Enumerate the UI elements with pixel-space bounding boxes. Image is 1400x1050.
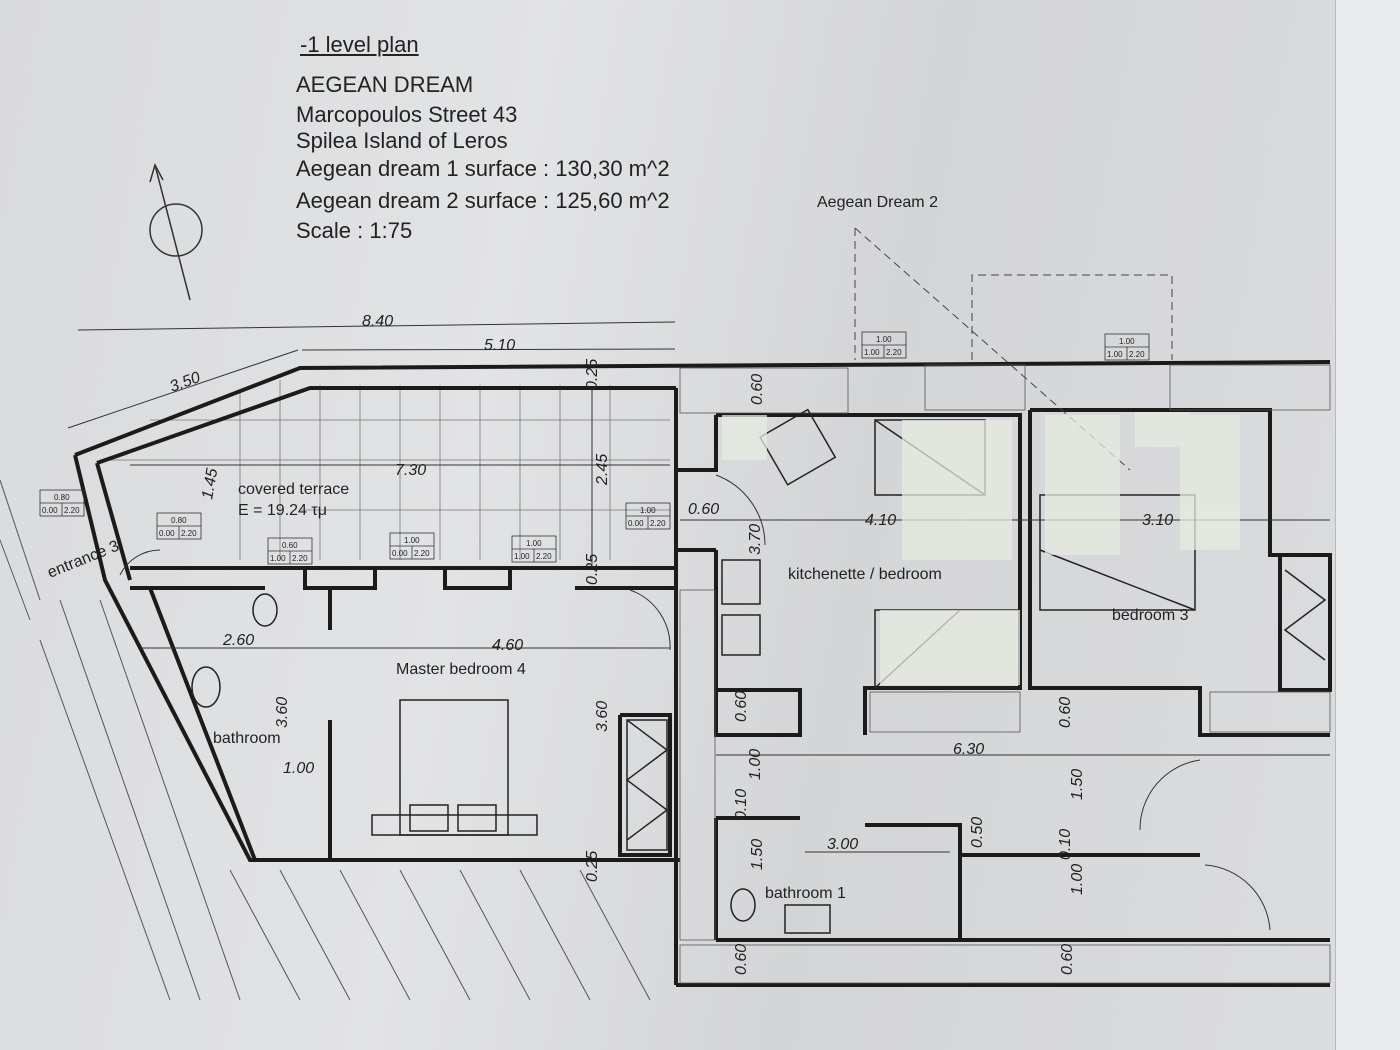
toilet-icon xyxy=(730,888,756,922)
dim-1-00-bath: 1.00 xyxy=(283,760,314,777)
dim-0-60-bottom-right: 0.60 xyxy=(1059,944,1076,975)
brick-walls xyxy=(679,364,1331,984)
sink-icon xyxy=(721,614,761,656)
surface-1: Aegean dream 1 surface : 130,30 m^2 xyxy=(296,156,670,181)
dimension-lines xyxy=(67,321,1330,853)
stove-icon xyxy=(721,559,761,605)
svg-text:1.00: 1.00 xyxy=(404,536,420,545)
dim-2-60: 2.60 xyxy=(222,632,254,649)
location: Spilea Island of Leros xyxy=(296,128,508,153)
dim-3-00: 3.00 xyxy=(827,836,858,853)
svg-text:2.20: 2.20 xyxy=(292,554,308,563)
paper-edge xyxy=(1335,0,1400,1050)
room-label-bedroom-3: bedroom 3 xyxy=(1112,607,1189,624)
washbasin-icon xyxy=(784,904,831,934)
dim-3-60-bath: 3.60 xyxy=(274,697,291,728)
svg-text:0.00: 0.00 xyxy=(628,519,644,528)
room-label-kitchenette: kitchenette / bedroom xyxy=(788,566,942,583)
svg-text:1.00: 1.00 xyxy=(1119,337,1135,346)
dim-0-60-right: 0.60 xyxy=(1057,697,1074,728)
opening-tag: 0.60 1.00 2.20 xyxy=(267,537,313,565)
dim-3-10: 3.10 xyxy=(1142,512,1173,529)
svg-text:0.00: 0.00 xyxy=(159,529,175,538)
surface-2: Aegean dream 2 surface : 125,60 m^2 xyxy=(296,188,670,213)
room-label-bathroom-1: bathroom 1 xyxy=(765,885,846,902)
dim-4-60: 4.60 xyxy=(492,637,523,654)
dim-0-60-wall: 0.60 xyxy=(749,374,766,405)
svg-text:2.20: 2.20 xyxy=(64,506,80,515)
dim-8-40: 8.40 xyxy=(362,313,393,330)
washbasin-icon xyxy=(191,666,221,708)
opening-tag: 1.00 0.00 2.20 xyxy=(389,532,435,560)
scale: Scale : 1:75 xyxy=(296,218,413,243)
opening-tag: 1.00 0.00 2.20 xyxy=(625,502,671,530)
opening-tag: 1.00 1.00 2.20 xyxy=(511,535,557,563)
terrace-area: E = 19.24 τμ xyxy=(238,502,327,519)
dim-0-50: 0.50 xyxy=(969,817,986,848)
opening-tag: 1.00 1.00 2.20 xyxy=(1104,333,1150,361)
room-label-master-bedroom: Master bedroom 4 xyxy=(396,661,526,678)
dim-3-60-master: 3.60 xyxy=(594,701,611,732)
ground-hatch xyxy=(0,479,651,1001)
dim-0-60-door: 0.60 xyxy=(688,501,719,518)
svg-text:2.20: 2.20 xyxy=(1129,350,1145,359)
svg-text:1.00: 1.00 xyxy=(514,552,530,561)
room-label-bathroom: bathroom xyxy=(213,730,281,747)
dim-0-60-hall: 0.60 xyxy=(733,691,750,722)
dim-0-10-right: 0.10 xyxy=(1057,829,1074,860)
svg-text:1.00: 1.00 xyxy=(640,506,656,515)
svg-text:1.00: 1.00 xyxy=(526,539,542,548)
svg-text:0.60: 0.60 xyxy=(282,541,298,550)
dim-4-10: 4.10 xyxy=(865,512,896,529)
svg-text:1.00: 1.00 xyxy=(1107,350,1123,359)
dim-1-45: 1.45 xyxy=(199,467,221,501)
property-name: AEGEAN DREAM xyxy=(296,72,474,97)
toilet-icon xyxy=(252,593,278,627)
dim-0-60-bottom: 0.60 xyxy=(733,944,750,975)
svg-text:1.00: 1.00 xyxy=(864,348,880,357)
north-arrow-icon xyxy=(149,163,203,301)
dim-3-70: 3.70 xyxy=(747,524,764,555)
plan-level-title: -1 level plan xyxy=(300,32,419,57)
dim-1-00-right: 1.00 xyxy=(1069,864,1086,895)
dim-0-25-bottom: 0.25 xyxy=(584,851,601,882)
svg-text:0.80: 0.80 xyxy=(54,493,70,502)
svg-text:2.20: 2.20 xyxy=(650,519,666,528)
svg-text:2.20: 2.20 xyxy=(414,549,430,558)
room-label-terrace: covered terrace xyxy=(238,481,349,498)
street-address: Marcopoulos Street 43 xyxy=(296,102,518,127)
walls xyxy=(73,360,1332,987)
dim-3-50: 3.50 xyxy=(168,369,203,396)
correction-fluid-patches xyxy=(722,412,1240,685)
annex-label: Aegean Dream 2 xyxy=(817,194,938,211)
dim-5-10: 5.10 xyxy=(484,337,515,354)
dim-6-30: 6.30 xyxy=(953,741,984,758)
dim-2-45: 2.45 xyxy=(594,454,611,486)
svg-text:0.80: 0.80 xyxy=(171,516,187,525)
furniture xyxy=(191,408,1327,934)
dim-0-10-hall: 0.10 xyxy=(733,789,750,820)
terrace-tiles xyxy=(100,380,670,560)
svg-text:1.00: 1.00 xyxy=(270,554,286,563)
opening-tag: 0.80 0.00 2.20 xyxy=(39,489,85,517)
dim-0-25-top: 0.25 xyxy=(584,359,601,390)
svg-text:0.00: 0.00 xyxy=(42,506,58,515)
svg-text:2.20: 2.20 xyxy=(886,348,902,357)
door-swings xyxy=(119,474,1271,931)
opening-tag: 0.80 0.00 2.20 xyxy=(156,512,202,540)
dim-1-50-right: 1.50 xyxy=(1069,769,1086,800)
dim-1-50-bath1: 1.50 xyxy=(749,839,766,870)
dim-1-00-hall: 1.00 xyxy=(747,749,764,780)
svg-text:2.20: 2.20 xyxy=(181,529,197,538)
opening-tag: 1.00 1.00 2.20 xyxy=(861,331,907,359)
dim-0-25-mid: 0.25 xyxy=(584,554,601,585)
room-label-entrance: entrance 3 xyxy=(45,538,122,582)
svg-text:2.20: 2.20 xyxy=(536,552,552,561)
dim-7-30: 7.30 xyxy=(395,462,426,479)
svg-text:0.00: 0.00 xyxy=(392,549,408,558)
svg-text:1.00: 1.00 xyxy=(876,335,892,344)
